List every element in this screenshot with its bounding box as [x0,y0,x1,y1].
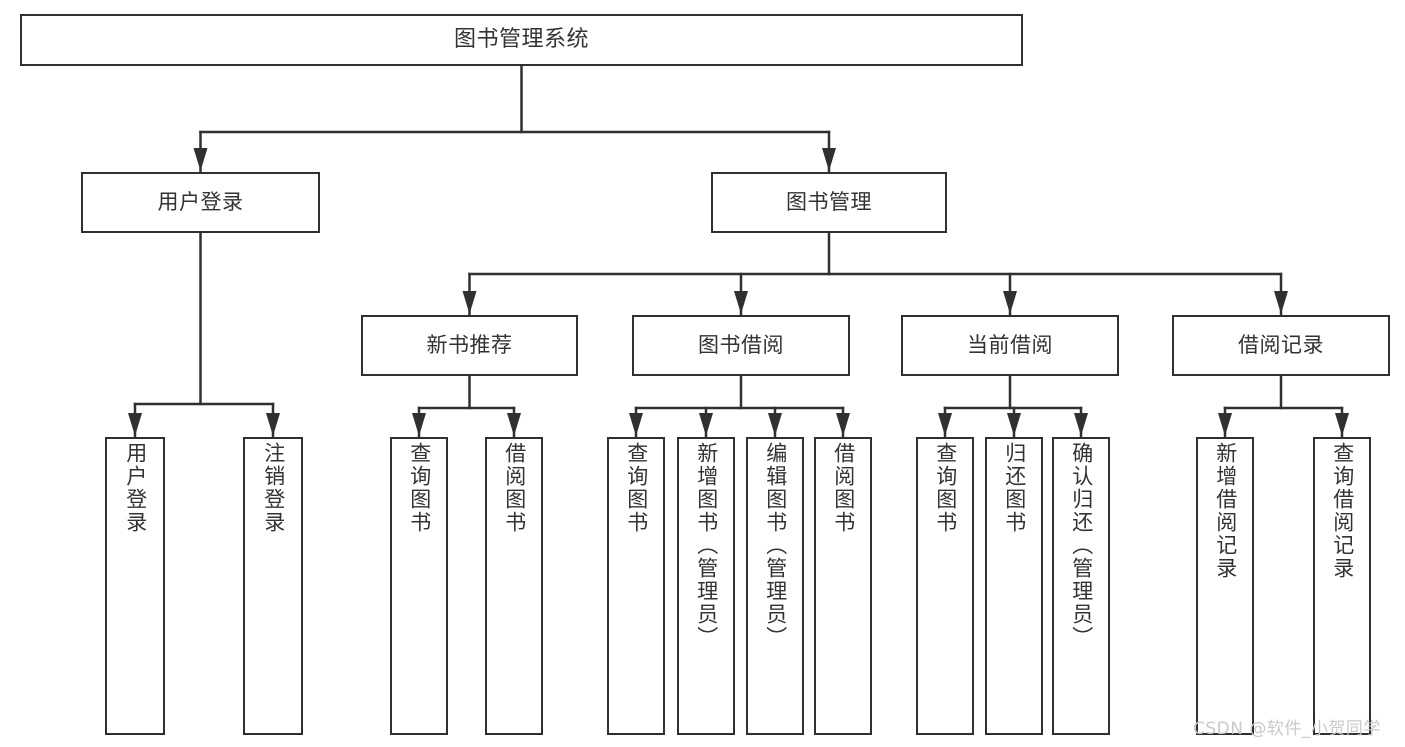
node-label: 当前借阅 [967,332,1053,357]
node-user-login: 用户登录 [81,172,320,233]
node-label: 借阅记录 [1238,332,1324,357]
node-label: 图书管理 [786,189,872,214]
arrowhead-icon [699,413,713,436]
arrowhead-icon [938,413,952,436]
node-label: 归还图书 [1002,442,1027,534]
node-label: 新增借阅记录 [1213,442,1238,580]
node-label: 编辑图书（管理员） [763,442,788,649]
node-leaf-user-login: 用户登录 [105,437,165,735]
node-leaf-query-book-2: 查询图书 [607,437,665,735]
arrowhead-icon [507,413,521,436]
arrowhead-icon [412,413,426,436]
arrowhead-icon [1007,413,1021,436]
node-leaf-logout: 注销登录 [243,437,303,735]
node-label: 图书借阅 [698,332,784,357]
node-label: 用户登录 [157,189,244,214]
arrowhead-icon [266,413,280,436]
arrowhead-icon [193,148,208,171]
node-borrow-record: 借阅记录 [1172,315,1390,376]
arrowhead-icon [629,413,643,436]
node-label: 新增图书（管理员） [694,442,719,649]
node-leaf-edit-book: 编辑图书（管理员） [746,437,804,735]
node-leaf-return-book: 归还图书 [985,437,1043,735]
node-label: 借阅图书 [831,442,856,534]
arrowhead-icon [128,413,142,436]
arrowhead-icon [822,148,836,171]
node-root: 图书管理系统 [20,14,1023,66]
csdn-watermark: CSDN @软件_小贺同学 [1193,719,1381,739]
arrowhead-icon [768,413,782,436]
node-label: 查询图书 [624,442,649,534]
arrowhead-icon [836,413,850,436]
arrowhead-icon [462,291,477,314]
node-leaf-borrow-book-1: 借阅图书 [485,437,543,735]
arrowhead-icon [1218,413,1232,436]
arrowhead-icon [1003,291,1017,314]
node-leaf-borrow-book-2: 借阅图书 [814,437,872,735]
node-label: 查询借阅记录 [1330,442,1355,580]
node-label: 图书管理系统 [453,26,589,52]
node-leaf-query-record: 查询借阅记录 [1313,437,1371,735]
arrowhead-icon [1074,413,1088,436]
node-leaf-add-record: 新增借阅记录 [1196,437,1254,735]
node-label: 注销登录 [261,442,286,534]
node-label: 借阅图书 [502,442,527,534]
node-label: 新书推荐 [426,332,513,357]
connector-lines [128,64,1349,438]
node-leaf-confirm-ret: 确认归还（管理员） [1052,437,1110,735]
node-book-borrow: 图书借阅 [632,315,850,376]
node-new-book-rec: 新书推荐 [361,315,578,376]
arrowhead-icon [734,291,748,314]
node-label: 确认归还（管理员） [1069,442,1094,649]
node-label: 查询图书 [407,442,432,534]
node-book-manage: 图书管理 [711,172,947,233]
node-leaf-query-book-3: 查询图书 [916,437,974,735]
node-leaf-add-book: 新增图书（管理员） [677,437,735,735]
arrowhead-icon [1274,291,1288,314]
arrowhead-icon [1335,413,1349,436]
node-leaf-query-book-1: 查询图书 [390,437,448,735]
node-label: 查询图书 [933,442,958,534]
node-current-borrow: 当前借阅 [901,315,1119,376]
node-label: 用户登录 [123,442,148,534]
